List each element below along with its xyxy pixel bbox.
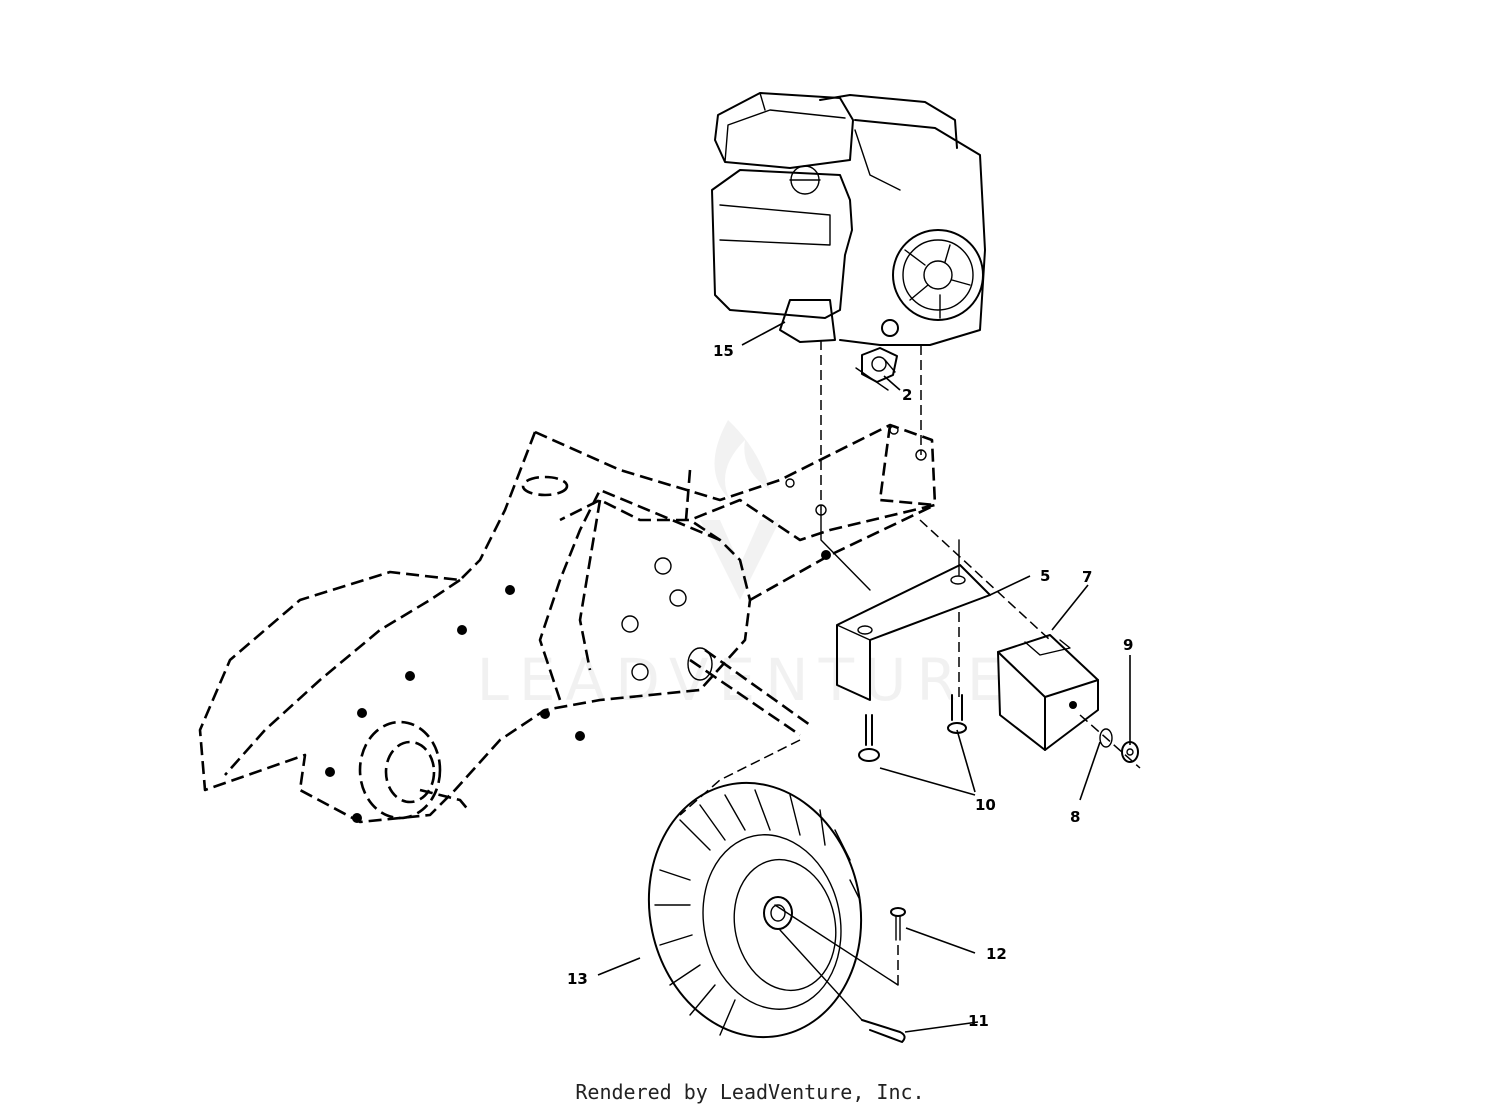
callout-7: 7 bbox=[1082, 568, 1092, 586]
footer-credit: Rendered by LeadVenture, Inc. bbox=[575, 1080, 925, 1104]
engine-drawing bbox=[711, 92, 986, 346]
nut-item-9 bbox=[1079, 714, 1141, 769]
callout-leaders bbox=[597, 321, 1131, 1033]
callout-15: 15 bbox=[713, 342, 734, 360]
watermark-text: LEADVENTURE bbox=[477, 646, 1014, 714]
callout-2: 2 bbox=[902, 386, 912, 404]
callout-12: 12 bbox=[986, 945, 1007, 963]
callout-9: 9 bbox=[1123, 636, 1133, 654]
nut-item-2 bbox=[855, 347, 898, 391]
tiller-frame-outline bbox=[198, 423, 937, 824]
hairpin-item-11 bbox=[779, 929, 906, 1043]
callout-5: 5 bbox=[1040, 567, 1050, 585]
alignment-lines bbox=[679, 340, 1051, 816]
callout-labels: 15 2 5 7 9 8 10 12 13 11 bbox=[567, 342, 1133, 1030]
bolts-item-10 bbox=[858, 694, 967, 762]
parts-diagram: LEADVENTURE bbox=[198, 92, 1141, 1043]
bracket-item-5 bbox=[820, 509, 991, 701]
weight-block-item-7 bbox=[997, 634, 1099, 751]
washer-item-8 bbox=[1099, 728, 1113, 748]
callout-8: 8 bbox=[1070, 808, 1080, 826]
callout-13: 13 bbox=[567, 970, 588, 988]
callout-10: 10 bbox=[975, 796, 996, 814]
watermark: LEADVENTURE bbox=[477, 420, 1014, 714]
callout-11: 11 bbox=[968, 1012, 989, 1030]
wheel-item-13 bbox=[647, 781, 863, 1039]
clevis-pin-item-12 bbox=[774, 904, 906, 986]
